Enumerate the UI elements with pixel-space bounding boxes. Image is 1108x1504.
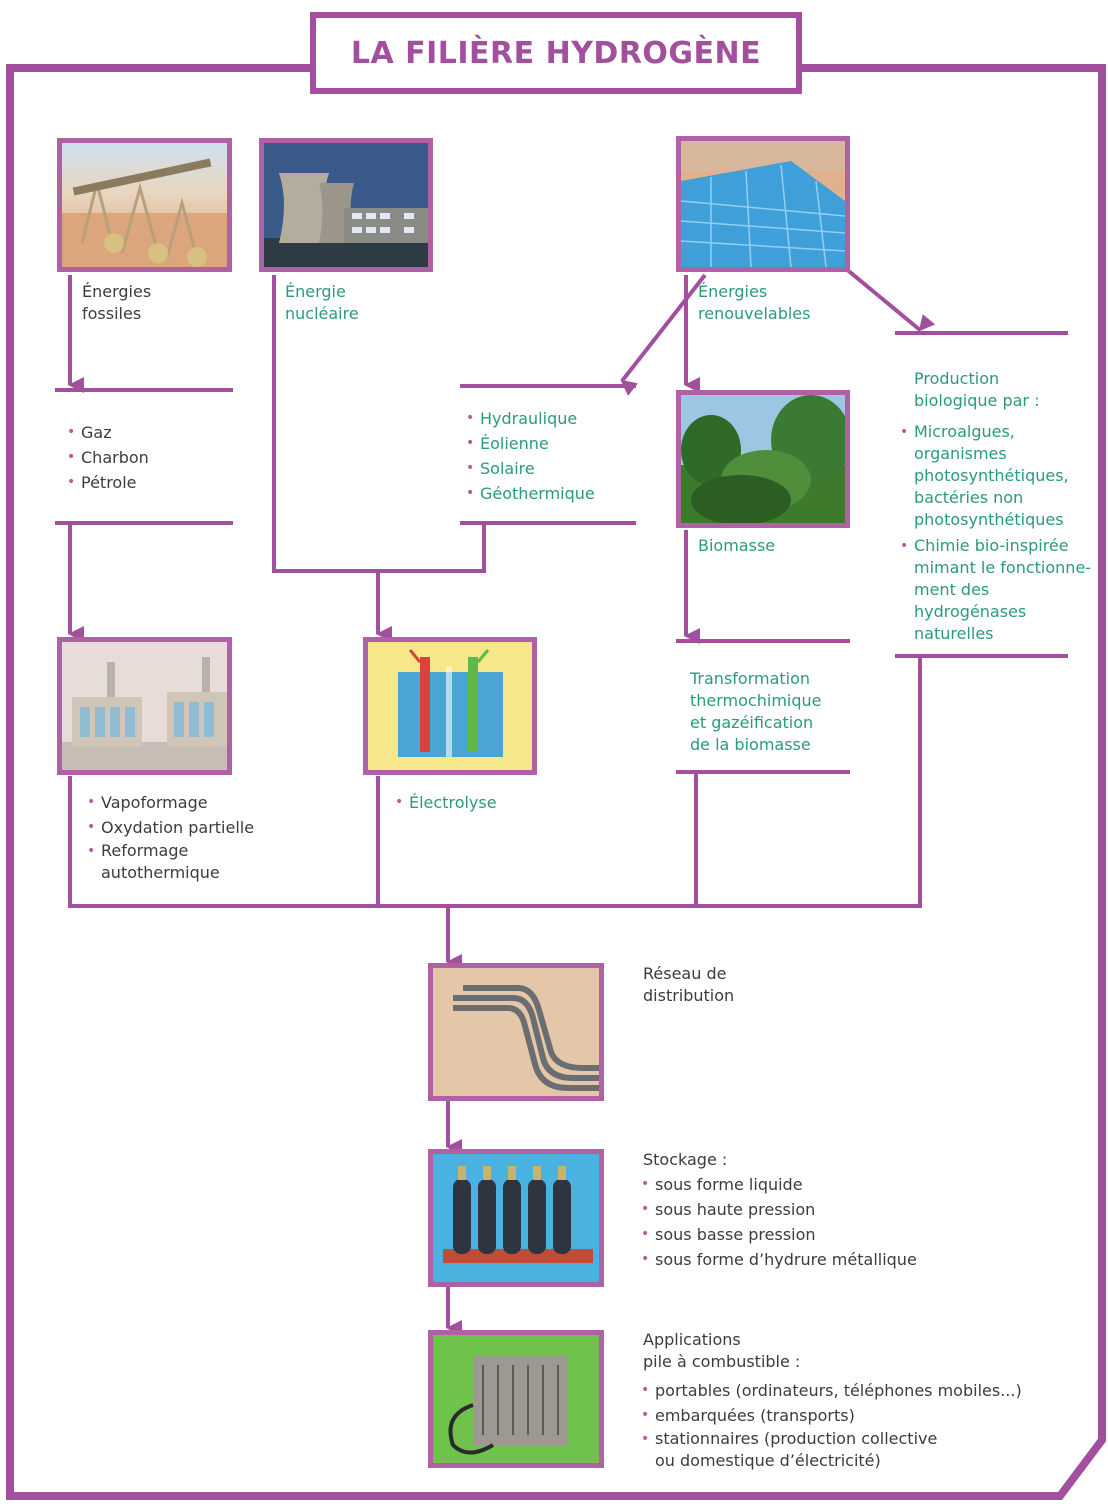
- diagram-title: LA FILIÈRE HYDROGÈNE: [310, 12, 802, 94]
- list-item: Reformage autothermique: [87, 840, 254, 884]
- arrow-renouvelables-to-types: [620, 273, 707, 396]
- electrolysis-cell-image: [363, 637, 537, 775]
- renewable-types-list: Hydraulique Éolienne Solaire Géothermiqu…: [466, 406, 595, 506]
- arrow-renouvelables-to-bio: [843, 266, 936, 332]
- list-item: sous basse pression: [641, 1222, 917, 1247]
- stockage-list: sous forme liquide sous haute pression s…: [641, 1172, 917, 1272]
- label-reseau: Réseau de distribution: [643, 964, 735, 1005]
- oil-pump-image: [57, 138, 232, 272]
- list-item: Géothermique: [466, 481, 595, 506]
- list-item: Gaz: [67, 420, 149, 445]
- gas-cylinders-image: [428, 1149, 604, 1287]
- list-item: Éolienne: [466, 431, 595, 456]
- list-item: sous forme liquide: [641, 1172, 917, 1197]
- reforming-plant-image: [57, 637, 232, 775]
- list-item: Solaire: [466, 456, 595, 481]
- bio-production-list: Microalgues, organismes photosynthétique…: [900, 421, 1100, 645]
- label-biomasse: Biomasse: [698, 536, 776, 555]
- fossil-resources-list: Gaz Charbon Pétrole: [67, 420, 149, 495]
- outer-frame: [6, 64, 1106, 1500]
- label-energies-fossiles: Énergies fossiles: [82, 282, 152, 323]
- list-item: Hydraulique: [466, 406, 595, 431]
- list-item: Microalgues, organismes photosynthétique…: [900, 421, 1100, 531]
- list-item: Charbon: [67, 445, 149, 470]
- list-item: Chimie bio-inspirée mimant le fonctionne…: [900, 535, 1100, 645]
- list-item: embarquées (transports): [641, 1403, 1022, 1428]
- label-transformation: Transformation thermochimique et gazéifi…: [690, 669, 822, 754]
- list-item: Oxydation partielle: [87, 815, 254, 840]
- bio-production-heading: Production biologique par :: [914, 369, 1040, 410]
- pipeline-image: [428, 963, 604, 1101]
- fossil-processes-list: Vapoformage Oxydation partielle Reformag…: [87, 790, 254, 884]
- applications-list: portables (ordinateurs, téléphones mobil…: [641, 1378, 1022, 1472]
- list-item: Pétrole: [67, 470, 149, 495]
- electrolyse-list: Électrolyse: [395, 790, 497, 815]
- nuclear-plant-image: [259, 138, 433, 272]
- list-item: Vapoformage: [87, 790, 254, 815]
- applications-heading: Applications pile à combustible :: [643, 1330, 801, 1371]
- forest-image: [676, 390, 850, 528]
- list-item: sous forme d’hydrure métallique: [641, 1247, 917, 1272]
- solar-panels-image: [676, 136, 850, 272]
- list-item: stationnaires (production collective ou …: [641, 1428, 1022, 1472]
- list-item: portables (ordinateurs, téléphones mobil…: [641, 1378, 1022, 1403]
- label-energies-renouvelables: Énergies renouvelables: [698, 282, 811, 323]
- fuel-cell-image: [428, 1330, 604, 1468]
- list-item: sous haute pression: [641, 1197, 917, 1222]
- collector-line: [68, 656, 922, 908]
- stockage-heading: Stockage :: [643, 1150, 728, 1169]
- label-energie-nucleaire: Énergie nucléaire: [285, 282, 359, 323]
- label-electrolyse: Électrolyse: [395, 790, 497, 815]
